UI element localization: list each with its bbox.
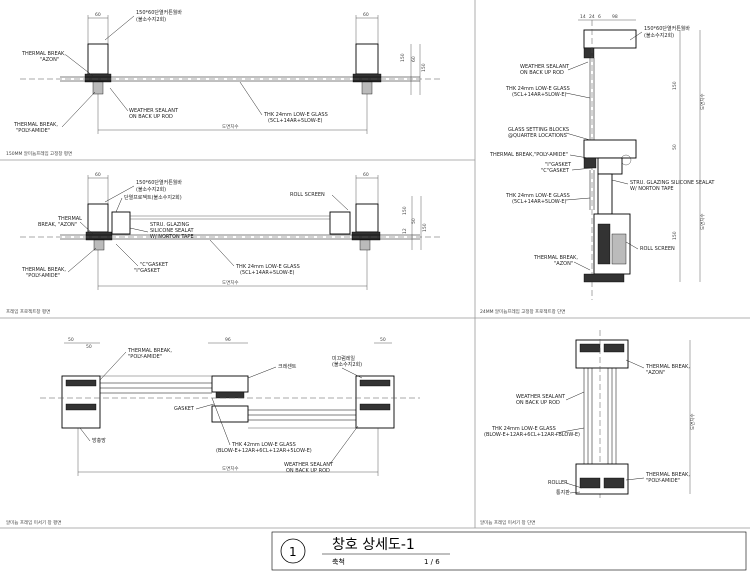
dim-p3-b: 50 — [86, 344, 92, 350]
dim-p4-g: 150 — [672, 231, 678, 240]
drawing-number: 1 — [289, 545, 297, 559]
dim-p5-total: 도면치수 — [689, 413, 696, 430]
panel-5-sliding-section: 50 50 도면치수 THERMAL BREAK,"AZON" WEATHER … — [480, 330, 696, 526]
caption-p4: 24MM 알미늄프레임 고정창 프로젝트창 단면 — [480, 308, 565, 315]
dim-p1-d: 60 — [411, 56, 417, 62]
drawing-title: 창호 상세도-1 — [332, 537, 415, 553]
dim-p2-c: 150 — [402, 206, 408, 215]
project-sash-left — [111, 211, 131, 235]
panel-4-section: 14 24 6 98 150 50 150 도면치수 도면치수 150*60단 — [480, 14, 715, 315]
scale-value: 1 / 6 — [424, 558, 440, 566]
label-p4-tb-azon: THERMAL BREAK,"AZON" — [533, 255, 578, 267]
panel-1-fixed-window-plan: 60 60 150 60 150 도면치수 150*60단열커튼월바 (불소수지… — [6, 9, 440, 157]
label-p4-gasket: "I"GASKET"C"GASKET — [541, 162, 572, 174]
label-p1-tb-poly: THERMAL BREAK,"POLY-AMIDE" — [13, 122, 58, 134]
mullion-left — [87, 43, 109, 75]
dim-p2-f: 150 — [422, 223, 428, 232]
mullion-right — [355, 43, 379, 75]
dim-p4-total-b: 도면치수 — [699, 213, 706, 230]
transom-top — [583, 29, 637, 49]
label-p3-rail-sub: (불소수지2회) — [332, 361, 362, 368]
label-p2-glass: THK 24mm LOW-E GLASS(5CL+14AR+5LOW-E) — [235, 264, 300, 276]
label-p4-tb-poly: THERMAL BREAK,"POLY-AMIDE" — [489, 152, 568, 158]
dim-p4-d: 98 — [612, 14, 618, 20]
panel-2-project-window-plan: 60 60 150 12 50 150 도면치수 150*60단열커튼월바 (불… — [6, 172, 440, 315]
label-p1-bar: 150*60단열커튼월바 — [136, 9, 182, 16]
meeting-rail-top — [211, 375, 249, 393]
label-p1-bar-sub: (불소수지2회) — [136, 16, 166, 23]
caption-p2: 프레임 프로젝트창 평면 — [6, 308, 50, 315]
dim-p4-f: 50 — [672, 144, 678, 150]
dim-p3-c: 96 — [225, 337, 231, 343]
label-p2-tb-poly: THERMAL BREAK,"POLY-AMIDE" — [21, 267, 66, 279]
dim-p3-total: 도면치수 — [222, 465, 239, 472]
label-p2-roll: ROLL SCREEN — [290, 192, 325, 198]
dim-p2-a: 60 — [95, 172, 101, 178]
label-p1-glass: THK 24mm LOW-E GLASS(5CL+14AR+5LOW-E) — [263, 112, 328, 124]
label-p1-tb-azon: THERMAL BREAK,"AZON" — [21, 51, 66, 63]
dim-p4-total-a: 도면치수 — [699, 93, 706, 110]
dim-p4-b: 24 — [589, 14, 595, 20]
label-p4-glass2: THK 24mm LOW-E GLASS(5CL+14AR+5LOW-E) — [505, 193, 570, 205]
title-block: 1 창호 상세도-1 축척 1 / 6 — [271, 531, 747, 571]
dim-p3-a: 50 — [68, 337, 74, 343]
label-p4-bar: 150*60단열커튼월바 — [644, 25, 690, 32]
dim-p2-e: 50 — [411, 218, 417, 224]
label-p3-gasket: GASKET — [174, 406, 195, 412]
dim-p3-d: 50 — [380, 337, 386, 343]
label-p3-tb-poly: THERMAL BREAK,"POLY-AMIDE" — [127, 348, 172, 360]
dim-p1-c: 150 — [400, 53, 406, 62]
label-p4-setting: GLASS SETTING BLOCKS@QUARTER LOCATIONS — [508, 127, 569, 139]
label-p4-glass1: THK 24mm LOW-E GLASS(5CL+14AR+5LOW-E) — [505, 86, 570, 98]
scale-label: 축척 — [332, 557, 345, 566]
label-p5-handle: 통지판 — [556, 489, 570, 496]
label-p5-tb-azon: THERMAL BREAK,"AZON" — [645, 364, 690, 376]
label-p2-bar: 150*60단열커튼월바 — [136, 179, 182, 186]
label-p3-glass: THK 42mm LOW-E GLASS(BLOW-E+12AR+6CL+12A… — [216, 442, 312, 454]
panel-3-sliding-window-plan: 50 50 96 50 도면치수 THERMAL BREAK,"POLY-AMI… — [6, 337, 420, 526]
label-p4-bar-sub: (불소수지2회) — [644, 32, 674, 39]
dim-p2-d: 12 — [402, 228, 408, 234]
dim-p1-b: 60 — [363, 12, 369, 18]
dim-p1-total: 도면치수 — [222, 123, 239, 130]
label-p5-glass: THK 24mm LOW-E GLASS(BLOW-E+12AR+6CL+12A… — [484, 426, 580, 438]
label-p2-bar-sub: (불소수지2회) — [136, 186, 166, 193]
label-p4-roll: ROLL SCREEN — [640, 246, 675, 252]
caption-p1: 150MM 알미늄프레임 고정창 평면 — [6, 150, 72, 157]
caption-p3: 알미늄 프레임 미서기 창 평면 — [6, 519, 61, 526]
dim-p2-total: 도면치수 — [222, 279, 239, 286]
dim-p4-c: 6 — [598, 14, 601, 20]
dim-p4-e: 150 — [672, 81, 678, 90]
label-p2-gasket: "C"GASKET"I"GASKET — [134, 262, 169, 274]
drawing-number-circle — [280, 538, 306, 564]
dim-p1-e: 150 — [421, 63, 427, 72]
label-p2-pf: 단열프로젝트(불소수지2회) — [124, 194, 182, 201]
label-p5-tb-poly: THERMAL BREAK,"POLY-AMIDE" — [645, 472, 690, 484]
caption-p5: 알미늄 프레임 미서기 창 단면 — [480, 519, 535, 526]
dim-p4-a: 14 — [580, 14, 586, 20]
label-p3-screen: 방충망 — [92, 437, 106, 444]
dim-p2-b: 60 — [363, 172, 369, 178]
label-p3-rail: 미끄럼레일 — [332, 355, 355, 362]
dim-p1-a: 60 — [95, 12, 101, 18]
project-sash-right — [329, 211, 351, 235]
label-p3-crescent: 크레센트 — [278, 363, 297, 370]
meeting-rail-bottom — [211, 405, 249, 423]
label-p5-roller: ROLLER — [548, 480, 568, 486]
